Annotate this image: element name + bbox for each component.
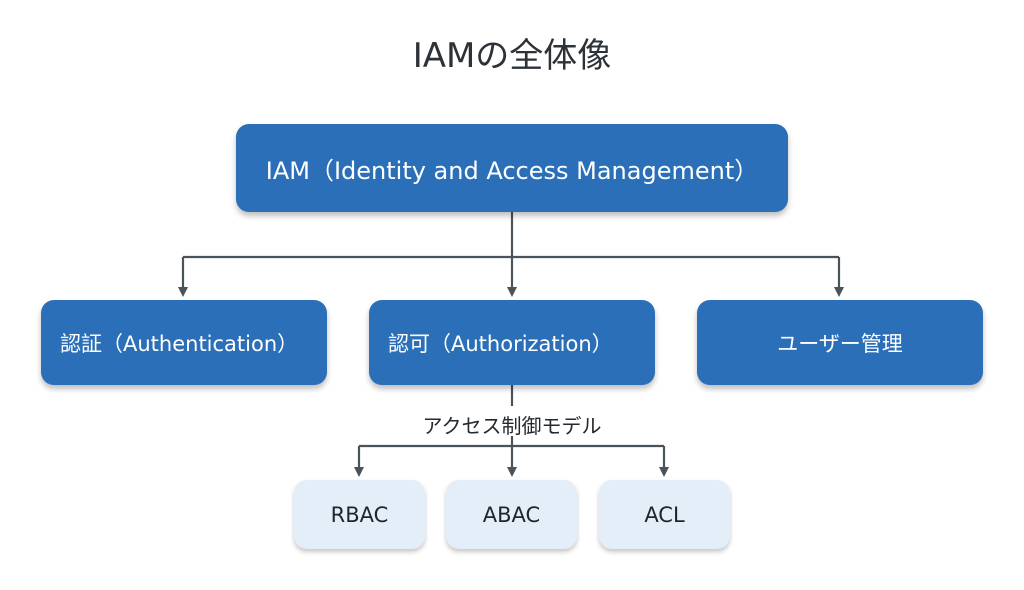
iam-root-label: IAM（Identity and Access Management）	[265, 156, 759, 185]
iam-root-node: IAM（Identity and Access Management）	[236, 124, 788, 212]
acl-node: ACL	[599, 480, 730, 549]
user-management-node: ユーザー管理	[697, 300, 983, 385]
authorization-label: 認可（Authorization）	[388, 331, 613, 356]
acl-label: ACL	[644, 502, 685, 527]
authentication-label: 認証（Authentication）	[60, 331, 299, 356]
abac-label: ABAC	[482, 502, 541, 527]
authentication-node: 認証（Authentication）	[41, 300, 327, 385]
user-management-label: ユーザー管理	[777, 331, 903, 356]
access-control-model-label: アクセス制御モデル	[422, 414, 602, 438]
diagram-title: IAMの全体像	[412, 36, 612, 76]
abac-node: ABAC	[446, 480, 577, 549]
rbac-label: RBAC	[330, 502, 389, 527]
authorization-node: 認可（Authorization）	[369, 300, 655, 385]
rbac-node: RBAC	[294, 480, 425, 549]
